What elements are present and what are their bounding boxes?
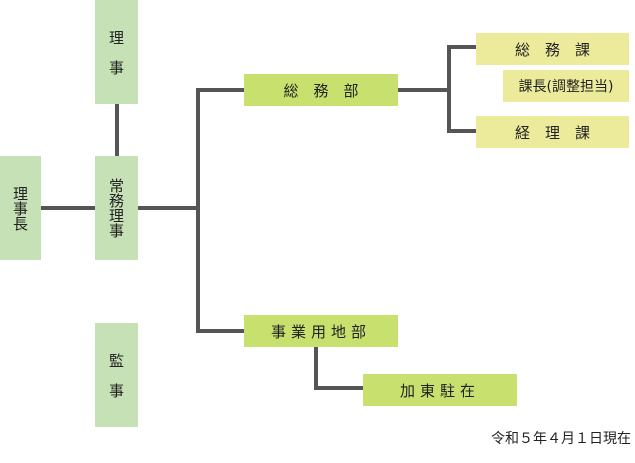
kato-chuzai-label: 加東駐在 bbox=[399, 381, 480, 400]
date-note: 令和５年４月１日現在 bbox=[491, 431, 631, 447]
jomu-riji-box: 常務理事 bbox=[95, 156, 138, 260]
riji-label: 理 事 bbox=[107, 29, 125, 75]
connector-to-somuka bbox=[447, 45, 476, 49]
jigyo-yochibu-label: 事業用地部 bbox=[270, 322, 371, 341]
connector-jomu-trunk bbox=[137, 206, 199, 210]
jomu-riji-label: 常務理事 bbox=[107, 178, 125, 238]
riji-box: 理 事 bbox=[95, 0, 138, 104]
connector-riji-jomu bbox=[115, 104, 119, 156]
somubu-box: 総 務 部 bbox=[244, 74, 398, 106]
rijicho-box: 理事長 bbox=[0, 156, 41, 260]
connector-jigyo-down bbox=[314, 346, 318, 389]
connector-to-jigyo bbox=[196, 329, 244, 333]
kacho-chosei-label: 課長(調整担当) bbox=[518, 79, 614, 95]
somuka-box: 総 務 課 bbox=[476, 33, 629, 65]
connector-somubu-out bbox=[398, 88, 450, 92]
jigyo-yochibu-box: 事業用地部 bbox=[244, 315, 398, 347]
connector-somubu-sections-vertical bbox=[447, 45, 451, 133]
connector-to-keirika bbox=[447, 129, 476, 133]
rijicho-label: 理事長 bbox=[11, 185, 29, 231]
connector-rijicho-jomu bbox=[41, 206, 97, 210]
keirika-label: 経 理 課 bbox=[514, 123, 590, 142]
kanji-label: 監 事 bbox=[107, 352, 125, 398]
connector-to-kato bbox=[314, 386, 364, 390]
connector-to-somubu bbox=[196, 88, 244, 92]
kato-chuzai-box: 加東駐在 bbox=[363, 374, 517, 406]
keirika-box: 経 理 課 bbox=[476, 116, 629, 148]
somuka-label: 総 務 課 bbox=[514, 40, 590, 59]
kanji-box: 監 事 bbox=[95, 323, 138, 427]
connector-trunk-vertical bbox=[196, 88, 200, 333]
kacho-chosei-box: 課長(調整担当) bbox=[503, 70, 629, 102]
somubu-label: 総 務 部 bbox=[283, 81, 359, 100]
